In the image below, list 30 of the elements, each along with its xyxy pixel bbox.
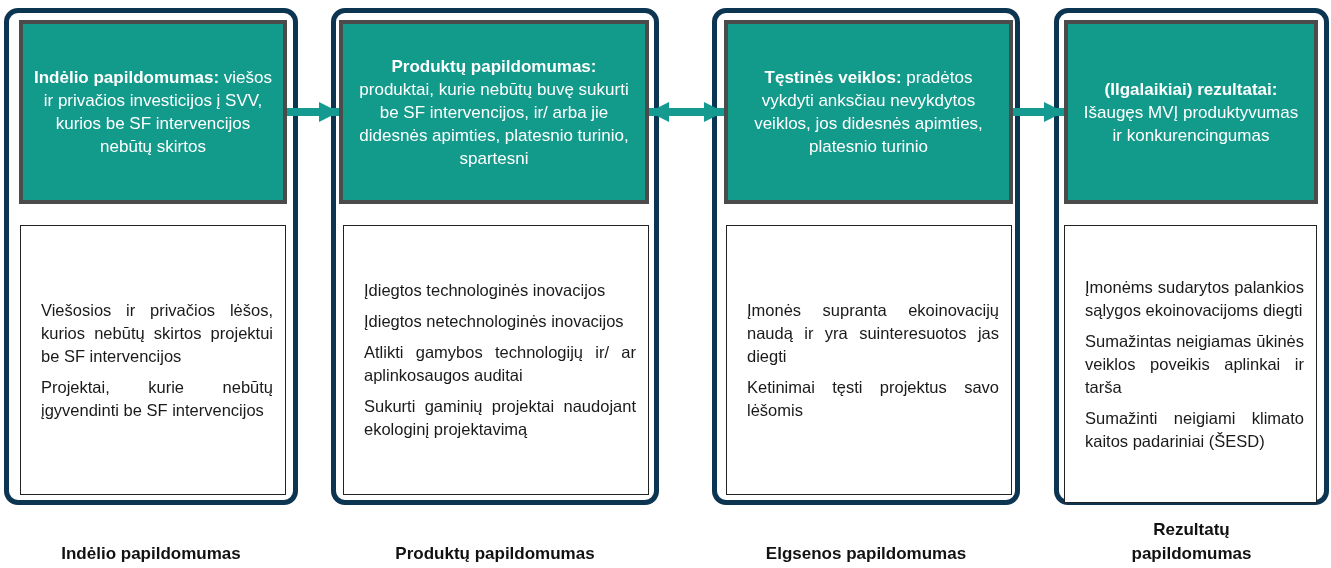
indicator-box bbox=[343, 225, 649, 495]
indicator-text: Įmonėms sudarytos palankios sąlygos ekoinovacijoms diegti bbox=[1085, 276, 1304, 321]
indicator-box bbox=[726, 225, 1012, 495]
indicator-text: Sumažinti neigiami klimato kaitos padariniai (ŠESD) bbox=[1085, 407, 1304, 452]
arrow bbox=[287, 102, 339, 122]
definition-box bbox=[339, 20, 649, 204]
stage-caption: Indėlio papildomumas bbox=[60, 543, 242, 565]
indicator-text: Ketinimai tęsti projektus savo lėšomis bbox=[747, 376, 999, 421]
indicator-text: Įdiegtos netechnologinės inovacijos bbox=[364, 311, 625, 332]
indicator-text: Viešosios ir privačios lėšos, kurios nebūtų skirtos projektui be SF intervencijos bbox=[41, 299, 273, 367]
indicator-text: Įmonės supranta ekoinovacijų naudą ir yra suinteresuotos jas diegti bbox=[747, 299, 999, 367]
definition-box bbox=[1064, 20, 1318, 204]
arrow bbox=[649, 102, 724, 122]
indicator-text: Atlikti gamybos technologijų ir/ ar aplinkosaugos auditai bbox=[364, 342, 636, 386]
definition-box bbox=[19, 20, 287, 204]
stage-caption: Rezultatų papildomumas bbox=[1130, 519, 1253, 565]
indicator-text: Sukurti gaminių projektai naudojant ekologinį projektavimą bbox=[364, 396, 636, 440]
indicator-box bbox=[20, 225, 286, 495]
definition-text: Produktų papildomumas: produktai, kurie nebūtų buvę sukurti be SF intervencijos, ir/ arba jie didesnės apimties, platesnio turinio, spartesni bbox=[358, 55, 630, 170]
stage-caption: Elgsenos papildomumas bbox=[764, 543, 968, 565]
arrow bbox=[1013, 102, 1064, 122]
indicator-text: Įdiegtos technologinės inovacijos bbox=[364, 280, 607, 301]
indicator-text: Sumažintas neigiamas ūkinės veiklos poveikis aplinkai ir tarša bbox=[1085, 330, 1304, 398]
indicator-text: Projektai, kurie nebūtų įgyvendinti be SF intervencijos bbox=[41, 376, 273, 421]
stage-caption: Produktų papildomumas bbox=[394, 543, 596, 565]
definition-text: Indėlio papildomumas: viešos ir privačios investicijos į SVV, kurios be SF intervencijos nebūtų skirtos bbox=[33, 67, 273, 158]
definition-box bbox=[724, 20, 1013, 204]
definition-text: Tęstinės veiklos: pradėtos vykdyti anksčiau nevykdytos veiklos, jos didesnės apimties, platesnio turinio bbox=[753, 67, 984, 158]
definition-text: (Ilgalaikiai) rezultatai: Išaugęs MVĮ produktyvumas ir konkurencingumas bbox=[1082, 78, 1300, 147]
indicator-box bbox=[1064, 225, 1317, 503]
